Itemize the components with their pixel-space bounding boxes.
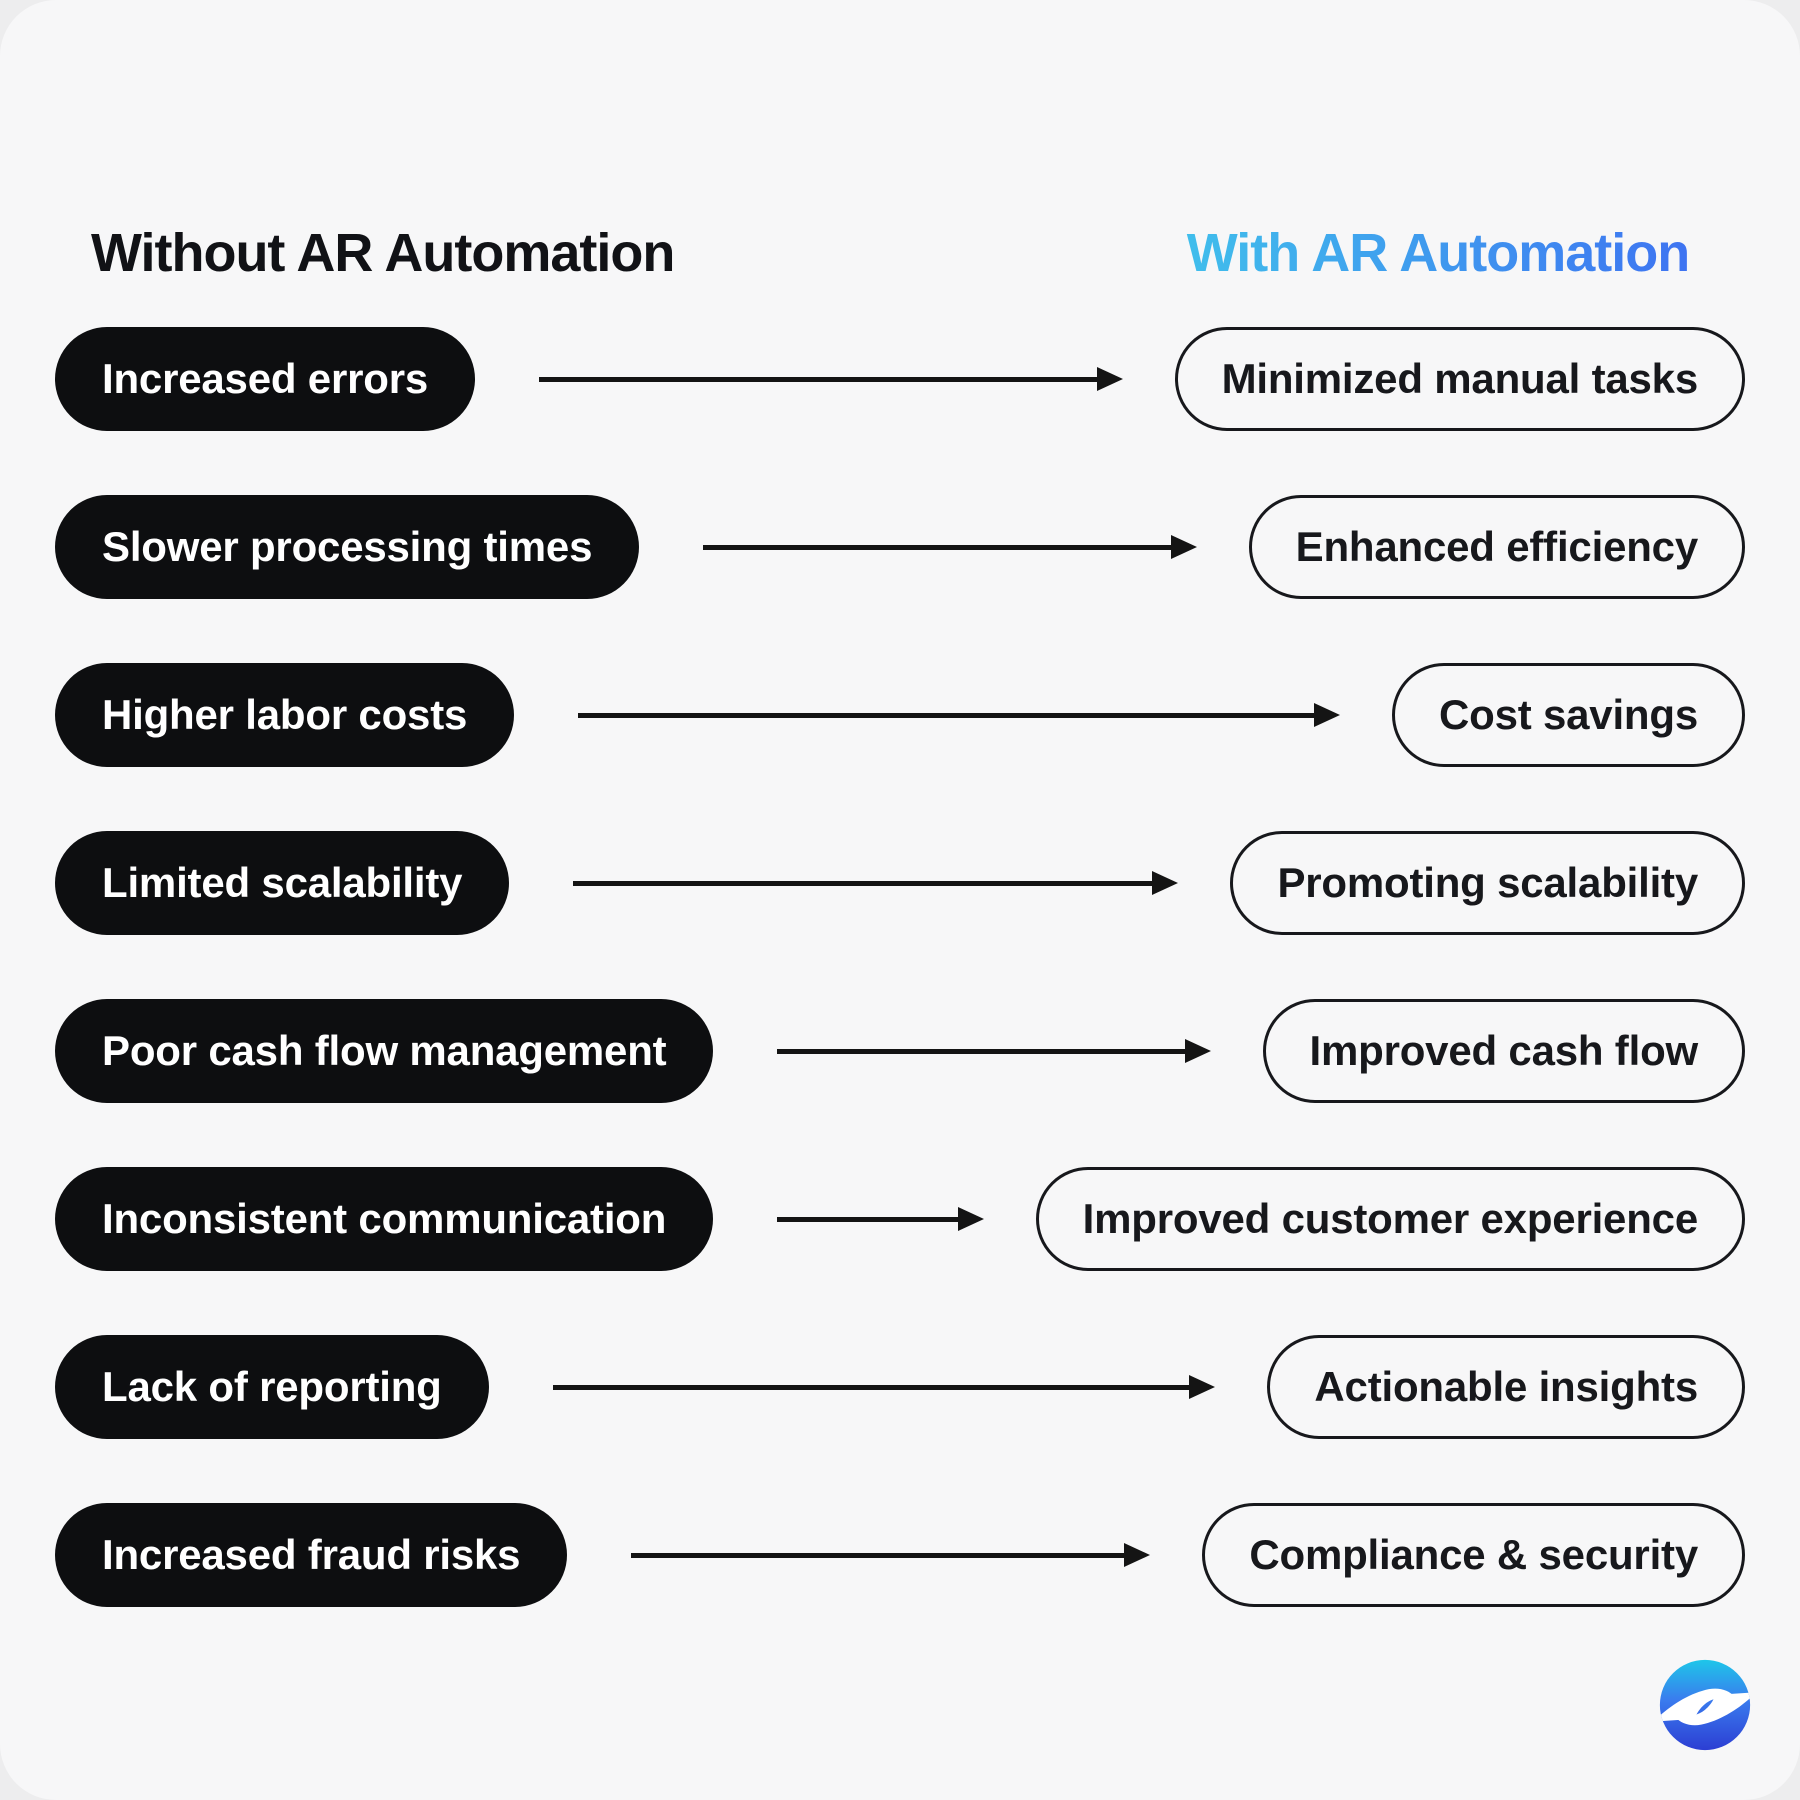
comparison-row: Higher labor costs Cost savings [55,663,1745,767]
arrow-right-icon [777,1039,1211,1063]
lightning-bolt-circle-logo-icon [1659,1659,1751,1751]
comparison-row: Increased fraud risks Compliance & secur… [55,1503,1745,1607]
without-pill-increased-fraud-risks: Increased fraud risks [55,1503,568,1607]
comparison-row: Increased errors Minimized manual tasks [55,327,1745,431]
with-pill-improved-customer-experience: Improved customer experience [1035,1167,1745,1271]
with-pill-enhanced-efficiency: Enhanced efficiency [1248,495,1745,599]
comparison-row: Limited scalability Promoting scalabilit… [55,831,1745,935]
with-pill-promoting-scalability: Promoting scalability [1230,831,1745,935]
comparison-row: Poor cash flow management Improved cash … [55,999,1745,1103]
column-title-without-ar-automation: Without AR Automation [91,223,675,283]
with-pill-actionable-insights: Actionable insights [1267,1335,1745,1439]
comparison-row: Inconsistent communication Improved cust… [55,1167,1745,1271]
arrow-right-icon [777,1207,984,1231]
without-pill-increased-errors: Increased errors [55,327,475,431]
comparison-rows: Increased errors Minimized manual tasks … [55,327,1745,1671]
without-pill-poor-cash-flow-management: Poor cash flow management [55,999,714,1103]
without-pill-lack-of-reporting: Lack of reporting [55,1335,489,1439]
arrow-right-icon [631,1543,1151,1567]
with-pill-improved-cash-flow: Improved cash flow [1262,999,1745,1103]
arrow-right-icon [578,703,1340,727]
comparison-row: Lack of reporting Actionable insights [55,1335,1745,1439]
arrow-right-icon [552,1375,1216,1399]
without-pill-limited-scalability: Limited scalability [55,831,510,935]
with-pill-minimized-manual-tasks: Minimized manual tasks [1174,327,1745,431]
arrow-right-icon [573,871,1179,895]
with-pill-cost-savings: Cost savings [1391,663,1745,767]
without-pill-higher-labor-costs: Higher labor costs [55,663,515,767]
arrow-right-icon [539,367,1123,391]
with-pill-compliance-and-security: Compliance & security [1202,1503,1745,1607]
header-row: Without AR Automation With AR Automation [55,222,1745,286]
arrow-right-icon [703,535,1197,559]
comparison-row: Slower processing times Enhanced efficie… [55,495,1745,599]
without-pill-slower-processing-times: Slower processing times [55,495,640,599]
column-title-with-ar-automation: With AR Automation [1131,222,1745,284]
without-pill-inconsistent-communication: Inconsistent communication [55,1167,714,1271]
